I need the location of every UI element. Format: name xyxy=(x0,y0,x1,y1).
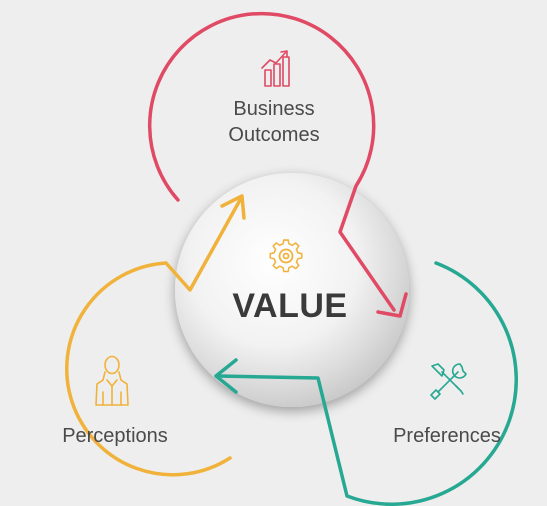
value-sphere xyxy=(175,173,409,407)
business-outcomes-line1: Business xyxy=(233,98,315,120)
preferences-label: Preferences xyxy=(393,425,501,447)
business-outcomes-label: Business Outcomes xyxy=(204,96,344,148)
value-label: VALUE xyxy=(232,287,348,325)
business-outcomes-line2: Outcomes xyxy=(228,124,320,146)
preferences-loop xyxy=(214,261,518,506)
bar-chart-growth-icon xyxy=(261,50,290,87)
perceptions-loop xyxy=(65,194,246,477)
tools-icon xyxy=(430,363,467,400)
person-icon xyxy=(95,355,129,406)
perceptions-label: Perceptions xyxy=(62,425,168,447)
gear-icon xyxy=(269,239,303,273)
business-outcomes-loop xyxy=(147,11,408,318)
